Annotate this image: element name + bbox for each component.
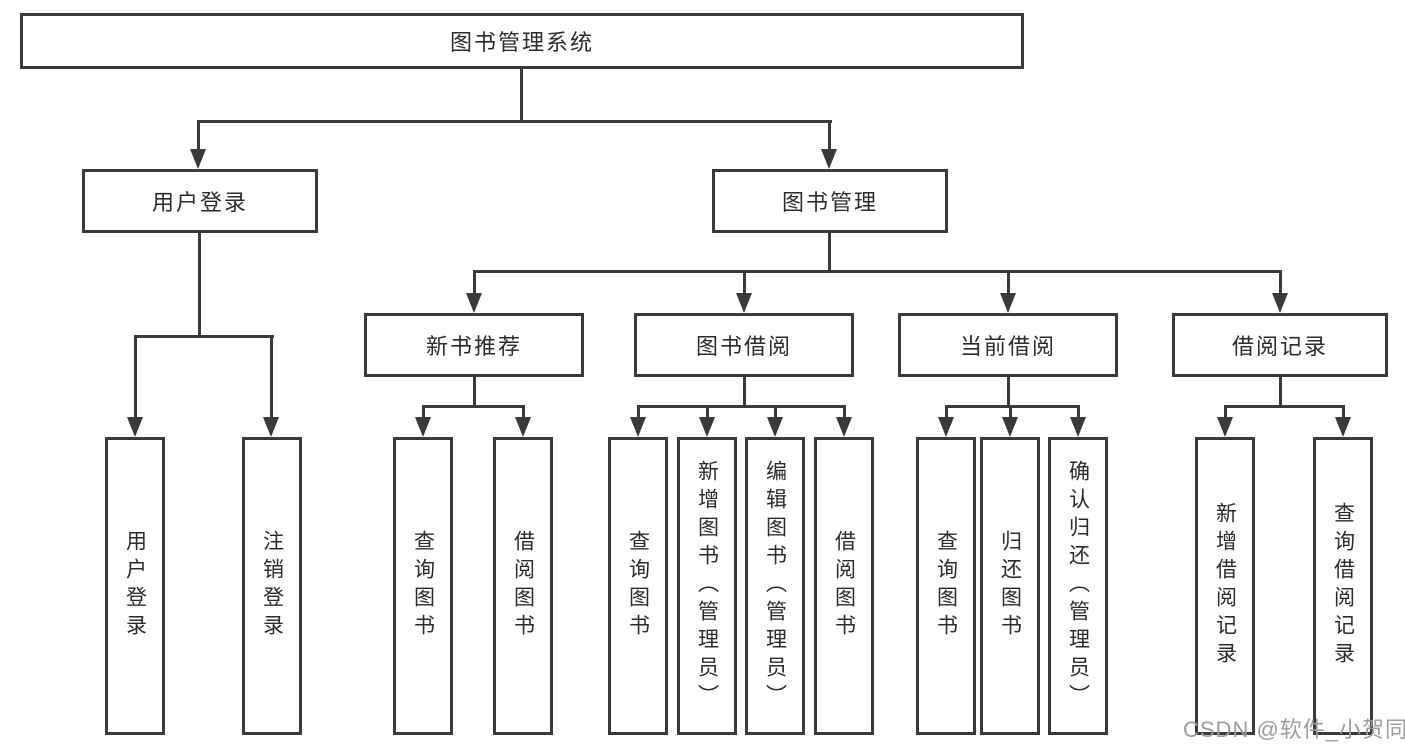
connector-cb-query-stem [945, 405, 948, 419]
connector-root-stub [520, 69, 523, 122]
node-current-borrow: 当前借阅 [898, 313, 1118, 377]
connector-borrow-records-stem [1279, 270, 1282, 295]
connector-bb-down [743, 377, 746, 407]
connector-br-query-stem [1342, 405, 1345, 419]
node-book-borrow: 图书借阅 [634, 313, 854, 377]
leaf-cb-confirm-return-admin: 确认归还（管理员） [1048, 437, 1108, 735]
arrowhead-bb-borrow [836, 417, 852, 437]
connector-user-login-stem [197, 120, 200, 151]
node-new-book-recommend: 新书推荐 [364, 313, 584, 377]
connector-bb-add-stem [706, 405, 709, 419]
leaf-bb-add-books-admin: 新增图书（管理员） [677, 437, 737, 735]
connector-bb-borrow-stem [843, 405, 846, 419]
connector-cb-horizontal [945, 405, 1080, 408]
connector-nb-borrow-stem [522, 405, 525, 419]
arrowhead-new-book [466, 293, 482, 313]
node-user-login: 用户登录 [82, 169, 318, 233]
arrowhead-cb-confirm [1070, 417, 1086, 437]
connector-br-add-stem [1224, 405, 1227, 419]
connector-leaf-logout-stem [270, 335, 273, 419]
leaf-br-add-record: 新增借阅记录 [1195, 437, 1255, 735]
leaf-nb-query-books: 查询图书 [393, 437, 453, 735]
connector-book-management-down [828, 233, 831, 272]
leaf-user-login: 用户登录 [105, 437, 165, 735]
connector-bb-query-stem [637, 405, 640, 419]
arrowhead-cb-query [938, 417, 954, 437]
connector-book-management-horizontal [473, 270, 1282, 273]
arrowhead-borrow-records [1272, 293, 1288, 313]
arrowhead-current-borrow [1000, 293, 1016, 313]
connector-user-login-down [198, 233, 201, 337]
connector-book-management-stem [828, 120, 831, 151]
connector-br-horizontal [1224, 405, 1345, 408]
arrowhead-nb-query [415, 417, 431, 437]
connector-root-horizontal [197, 120, 832, 123]
connector-nb-down [473, 377, 476, 407]
arrowhead-bb-query [630, 417, 646, 437]
connector-new-book-stem [473, 270, 476, 295]
arrowhead-nb-borrow [515, 417, 531, 437]
csdn-watermark: CSDN @软件_小贺同学 [1183, 717, 1405, 742]
leaf-bb-edit-books-admin: 编辑图书（管理员） [745, 437, 805, 735]
leaf-cb-query-books: 查询图书 [916, 437, 976, 735]
leaf-nb-borrow-books: 借阅图书 [493, 437, 553, 735]
connector-cb-return-stem [1009, 405, 1012, 419]
connector-current-borrow-stem [1007, 270, 1010, 295]
arrowhead-leaf-login [127, 417, 143, 437]
connector-cb-confirm-stem [1077, 405, 1080, 419]
connector-br-down [1279, 377, 1282, 407]
connector-cb-down [1007, 377, 1010, 407]
connector-leaf-login-stem [134, 335, 137, 419]
arrowhead-book-management [821, 149, 837, 169]
node-library-system: 图书管理系统 [20, 13, 1024, 69]
node-borrow-records: 借阅记录 [1172, 313, 1388, 377]
arrowhead-bb-edit [767, 417, 783, 437]
arrowhead-user-login [190, 149, 206, 169]
arrowhead-br-query [1335, 417, 1351, 437]
leaf-bb-borrow-books: 借阅图书 [814, 437, 874, 735]
connector-nb-horizontal [422, 405, 525, 408]
connector-bb-edit-stem [774, 405, 777, 419]
connector-bb-horizontal [637, 405, 846, 408]
leaf-cb-return-books: 归还图书 [980, 437, 1040, 735]
connector-book-borrow-stem [743, 270, 746, 295]
arrowhead-leaf-logout [263, 417, 279, 437]
connector-user-login-horizontal [134, 335, 274, 338]
leaf-logout: 注销登录 [242, 437, 302, 735]
node-book-management: 图书管理 [712, 169, 948, 233]
arrowhead-book-borrow [736, 293, 752, 313]
arrowhead-br-add [1217, 417, 1233, 437]
arrowhead-bb-add [699, 417, 715, 437]
leaf-bb-query-books: 查询图书 [608, 437, 668, 735]
connector-nb-query-stem [422, 405, 425, 419]
leaf-br-query-record: 查询借阅记录 [1313, 437, 1373, 735]
arrowhead-cb-return [1002, 417, 1018, 437]
